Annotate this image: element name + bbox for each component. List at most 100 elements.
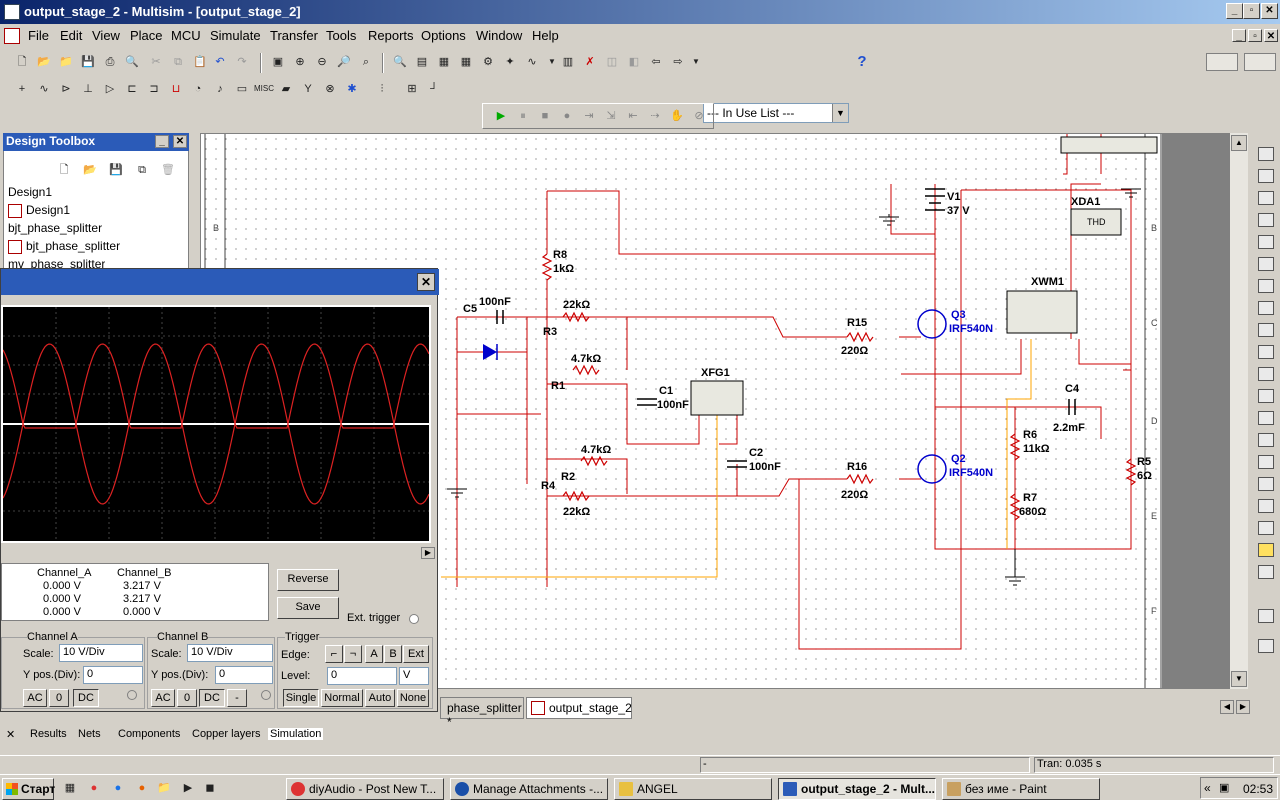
vertical-scrollbar[interactable]: ▲ ▼ — [1230, 133, 1248, 689]
forward-annotate-icon[interactable]: ◧ — [628, 56, 640, 68]
dropdown-arrow-icon[interactable]: ▼ — [692, 57, 700, 66]
stop-icon[interactable]: ■ — [541, 110, 549, 122]
channel-a-terminal[interactable] — [127, 690, 137, 700]
grid-icon[interactable]: ▦ — [460, 56, 472, 68]
network-analyzer-icon[interactable] — [1258, 433, 1274, 447]
design-view-icon[interactable] — [1206, 53, 1238, 71]
menu-transfer[interactable]: Transfer — [270, 28, 318, 43]
tektronix-scope-icon[interactable] — [1258, 521, 1274, 535]
channel-a-dc-button[interactable]: DC — [73, 689, 99, 707]
quicklaunch-browser-icon[interactable]: ● — [114, 782, 122, 794]
close-icon[interactable]: ✕ — [173, 135, 187, 148]
channel-a-ypos-field[interactable]: 0 — [83, 666, 143, 684]
spreadsheet-view-icon[interactable]: ▦ — [438, 56, 450, 68]
scroll-down-icon[interactable]: ▼ — [1231, 671, 1247, 687]
step-out-icon[interactable]: ⇢ — [650, 110, 660, 122]
quicklaunch-desktop-icon[interactable]: ▦ — [64, 782, 76, 794]
new-file-icon[interactable]: 🗋 — [59, 164, 69, 176]
copy-icon[interactable]: ⧉ — [174, 56, 182, 68]
indicator-icon[interactable]: ♪ — [217, 83, 223, 95]
component-wizard-icon[interactable]: ✦ — [505, 56, 515, 68]
close-icon[interactable]: ✕ — [417, 273, 435, 291]
menu-help[interactable]: Help — [532, 28, 559, 43]
reverse-button[interactable]: Reverse — [277, 569, 339, 591]
tab-nets[interactable]: Nets — [78, 728, 101, 740]
quicklaunch-chrome-icon[interactable]: ● — [90, 782, 98, 794]
menu-reports[interactable]: Reports — [368, 28, 414, 43]
open-sample-icon[interactable]: 📁 — [59, 56, 73, 68]
export-icon[interactable]: ⇨ — [673, 56, 683, 68]
open-folder-icon[interactable]: 📂 — [83, 164, 97, 176]
tray-expand-icon[interactable]: « — [1204, 781, 1211, 795]
database-icon[interactable]: ⚙ — [483, 56, 493, 68]
menu-options[interactable]: Options — [421, 28, 466, 43]
ttl-icon[interactable]: ⊏ — [127, 83, 137, 95]
layout-view-icon[interactable] — [1244, 53, 1276, 71]
misc-icon[interactable]: MISC — [254, 84, 274, 93]
trigger-a-button[interactable]: A — [365, 645, 383, 663]
oscilloscope-icon[interactable] — [1258, 213, 1274, 227]
quicklaunch-folder-icon[interactable]: 📁 — [157, 782, 171, 794]
task-diyaudio[interactable]: diyAudio - Post New T... — [286, 778, 444, 800]
help-icon[interactable]: ? — [857, 53, 867, 70]
measurement-probe-icon[interactable] — [1258, 543, 1274, 557]
menu-tools[interactable]: Tools — [326, 28, 357, 43]
channel-a-zero-button[interactable]: 0 — [49, 689, 69, 707]
chevron-down-icon[interactable]: ▼ — [832, 104, 848, 122]
word-generator-icon[interactable] — [1258, 301, 1274, 315]
wire-icon[interactable]: ┘ — [430, 83, 438, 95]
menu-simulate[interactable]: Simulate — [210, 28, 261, 43]
paste-icon[interactable]: 📋 — [193, 56, 207, 68]
close-button[interactable]: ✕ — [1261, 3, 1278, 19]
task-manage-attachments[interactable]: Manage Attachments -... — [450, 778, 608, 800]
ext-trigger-terminal[interactable] — [409, 614, 419, 624]
pin-icon[interactable]: _ — [155, 135, 169, 148]
menu-place[interactable]: Place — [130, 28, 163, 43]
rising-edge-icon[interactable]: ⌐ — [325, 645, 343, 663]
network-icon[interactable]: ▣ — [1219, 782, 1230, 794]
agilent-scope-icon[interactable] — [1258, 499, 1274, 513]
close-icon[interactable]: ✕ — [6, 729, 16, 741]
open-folder-icon[interactable]: 📂 — [37, 56, 51, 68]
menu-view[interactable]: View — [92, 28, 120, 43]
diode-icon[interactable]: ⊳ — [61, 83, 71, 95]
menu-edit[interactable]: Edit — [60, 28, 83, 43]
task-angel[interactable]: ANGEL — [614, 778, 772, 800]
tree-item[interactable]: bjt_phase_splitter — [8, 221, 102, 235]
trigger-none-button[interactable]: None — [397, 689, 429, 707]
hierarchical-block-icon[interactable]: ⫶ — [380, 83, 384, 95]
quicklaunch-app-icon[interactable]: ◼ — [205, 782, 215, 794]
labview-icon[interactable] — [1258, 565, 1274, 579]
trigger-unit-field[interactable]: V — [399, 667, 429, 685]
remove-breakpoints-icon[interactable]: ⊘ — [694, 110, 704, 122]
channel-b-scale-field[interactable]: 10 V/Div — [187, 644, 273, 662]
channel-b-minus-button[interactable]: - — [227, 689, 247, 707]
pause-icon[interactable]: ⏸ — [520, 110, 526, 122]
step-into-icon[interactable]: ⇤ — [628, 110, 638, 122]
frequency-counter-icon[interactable] — [1258, 279, 1274, 293]
zoom-area-icon[interactable]: 🔎 — [337, 56, 351, 68]
tab-components[interactable]: Components — [118, 728, 181, 740]
distortion-analyzer-icon[interactable] — [1258, 389, 1274, 403]
channel-a-ac-button[interactable]: AC — [23, 689, 47, 707]
tab-results[interactable]: Results — [30, 728, 67, 740]
tree-item[interactable]: Design1 — [8, 185, 52, 199]
tab-output-stage-2[interactable]: output_stage_2 — [526, 697, 632, 719]
tree-item[interactable]: mv_phase_splitter — [8, 257, 105, 268]
mdi-minimize-button[interactable]: _ — [1232, 29, 1246, 42]
full-screen-icon[interactable]: ▣ — [272, 56, 284, 68]
save-icon[interactable]: 💾 — [109, 164, 123, 176]
save-icon[interactable]: 💾 — [81, 56, 95, 68]
distortion-analyzer-xda1[interactable] — [1070, 208, 1122, 236]
scroll-up-icon[interactable]: ▲ — [1231, 135, 1247, 151]
new-subcircuit-icon[interactable]: ⧉ — [138, 164, 146, 176]
tab-simulation[interactable]: Simulation — [268, 728, 324, 740]
wattmeter-icon[interactable] — [1258, 191, 1274, 205]
step-icon[interactable]: ⇥ — [584, 110, 594, 122]
zoom-out-icon[interactable]: ⊖ — [317, 56, 327, 68]
transfer-icon[interactable]: ⇦ — [651, 56, 661, 68]
misc-digital-icon[interactable]: ⊔ — [171, 83, 181, 95]
cmos-icon[interactable]: ⊐ — [149, 83, 159, 95]
step-over-icon[interactable]: ⇲ — [606, 110, 616, 122]
mixed-icon[interactable]: ◔ — [194, 83, 202, 95]
